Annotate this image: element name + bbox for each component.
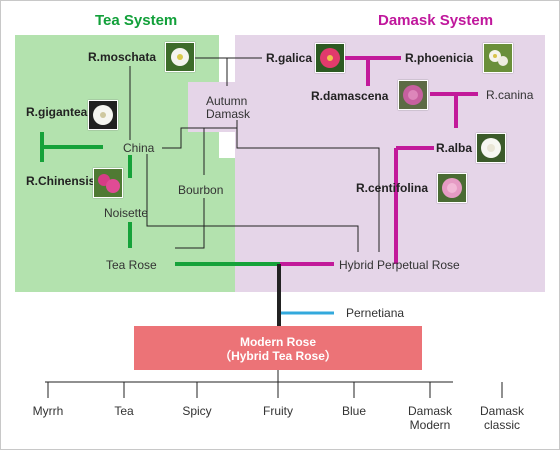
white-rose-icon (483, 43, 513, 73)
tea-system-title: Tea System (95, 12, 178, 29)
hybrid-tea-rose-label: （Hybrid Tea Rose） (219, 349, 337, 363)
node-bourbon: Bourbon (178, 183, 224, 197)
bourbon-tea-line (175, 198, 205, 249)
node-tea-rose: Tea Rose (106, 258, 157, 272)
leaf-blue: Blue (341, 404, 367, 418)
leaf-spicy: Spicy (182, 404, 212, 418)
node-noisette: Noisette (104, 206, 149, 220)
autumn-damask-region (188, 82, 235, 132)
node-r-gigantea: R.gigantea (26, 105, 88, 119)
node-pernetiana: Pernetiana (346, 306, 405, 320)
pink-rose-icon (93, 168, 123, 198)
node-china: China (123, 141, 155, 155)
white-rose-icon (476, 133, 506, 163)
node-autumn-damask-line2: Damask (206, 107, 251, 121)
tea-system-region (15, 35, 219, 292)
leaf-tea: Tea (114, 404, 134, 418)
autumn-hybrid-line (236, 120, 380, 252)
damask-system-title: Damask System (378, 12, 494, 29)
china-autumn-line (162, 127, 237, 149)
node-r-galica: R.galica (266, 51, 313, 65)
node-autumn-damask-line1: Autumn (206, 94, 248, 108)
white-rose-icon (88, 100, 118, 130)
pink-rose-icon (437, 173, 467, 203)
node-hybrid-perpetual-rose: Hybrid Perpetual Rose (339, 258, 460, 272)
pink-rose-icon (398, 80, 428, 110)
node-r-phoenicia: R.phoenicia (405, 51, 474, 65)
node-r-damascena: R.damascena (311, 89, 389, 103)
node-r-centifolina: R.centifolina (356, 181, 429, 195)
node-r-canina: R.canina (486, 88, 534, 102)
leaf-fruity: Fruity (263, 404, 293, 418)
leaf-myrrh: Myrrh (32, 404, 64, 418)
modern-rose-label: Modern Rose (239, 335, 316, 349)
node-r-moschata: R.moschata (88, 50, 157, 64)
china-hybrid-line (146, 154, 359, 252)
node-r-chinensis: R.Chinensis (26, 174, 96, 188)
leaf-drop-lines (47, 382, 503, 398)
modern-rose-box: Modern Rose （Hybrid Tea Rose） (134, 326, 422, 370)
white-rose-icon (165, 42, 195, 72)
pink-rose-icon (315, 43, 345, 73)
node-r-alba: R.alba (436, 141, 473, 155)
damask-system-region (235, 35, 545, 292)
